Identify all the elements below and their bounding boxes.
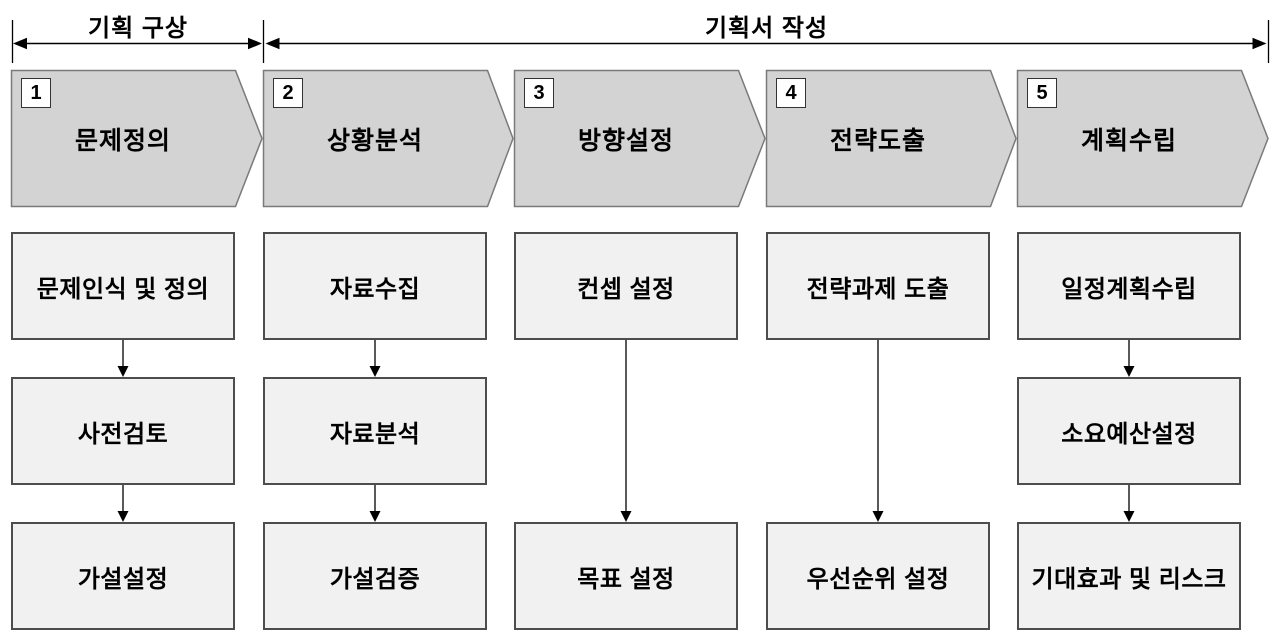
- flow-arrowhead-icon: [369, 511, 381, 522]
- step-title-2: 상황분석: [326, 126, 423, 155]
- step-number-badge-3: 3: [524, 78, 554, 108]
- phase-label-proposal-writing: 기획서 작성: [704, 15, 829, 42]
- task-box: 기대효과 및 리스크: [1017, 522, 1241, 630]
- arrowhead-right-icon: [248, 37, 262, 50]
- task-box: 자료수집: [263, 232, 487, 340]
- arrowhead-left-icon: [13, 37, 27, 50]
- flow-arrowhead-icon: [1123, 366, 1135, 377]
- task-box: 우선순위 설정: [766, 522, 990, 630]
- task-box: 목표 설정: [514, 522, 738, 630]
- task-box: 일정계획수립: [1017, 232, 1241, 340]
- step-title-3: 방향설정: [577, 126, 674, 155]
- step-title-5: 계획수립: [1080, 126, 1177, 155]
- task-box: 문제인식 및 정의: [11, 232, 235, 340]
- task-box: 소요예산설정: [1017, 377, 1241, 485]
- arrowhead-left-icon: [265, 37, 280, 50]
- task-box: 사전검토: [11, 377, 235, 485]
- step-chevron-shape-4: [765, 69, 1017, 208]
- task-box: 가설설정: [11, 522, 235, 630]
- step-chevron-shape-1: [10, 69, 263, 208]
- flow-arrowhead-icon: [1123, 511, 1135, 522]
- flow-arrowhead-icon: [872, 511, 884, 522]
- step-chevron-shape-3: [513, 69, 766, 208]
- step-title-4: 전략도출: [829, 126, 926, 155]
- phase-bracket-left: [11, 20, 262, 63]
- arrowhead-right-icon: [1252, 37, 1267, 50]
- flow-arrows: [117, 340, 1135, 522]
- step-number-badge-4: 4: [776, 78, 806, 108]
- flow-arrowhead-icon: [117, 511, 129, 522]
- step-title-1: 문제정의: [74, 126, 171, 155]
- step-number-badge-2: 2: [273, 78, 303, 108]
- flow-arrowhead-icon: [117, 366, 129, 377]
- task-box: 컨셉 설정: [514, 232, 738, 340]
- phase-bracket-right: [262, 20, 1270, 63]
- phase-label-planning-conception: 기획 구상: [88, 15, 188, 42]
- step-number-badge-1: 1: [21, 78, 51, 108]
- flow-arrowhead-icon: [369, 366, 381, 377]
- task-box: 자료분석: [263, 377, 487, 485]
- step-chevron-shape-5: [1016, 69, 1269, 208]
- flow-arrowhead-icon: [620, 511, 632, 522]
- task-box: 가설검증: [263, 522, 487, 630]
- step-chevron-shape-2: [262, 69, 514, 208]
- task-box: 전략과제 도출: [766, 232, 990, 340]
- step-number-badge-5: 5: [1027, 78, 1057, 108]
- step-chevrons: [10, 69, 1269, 208]
